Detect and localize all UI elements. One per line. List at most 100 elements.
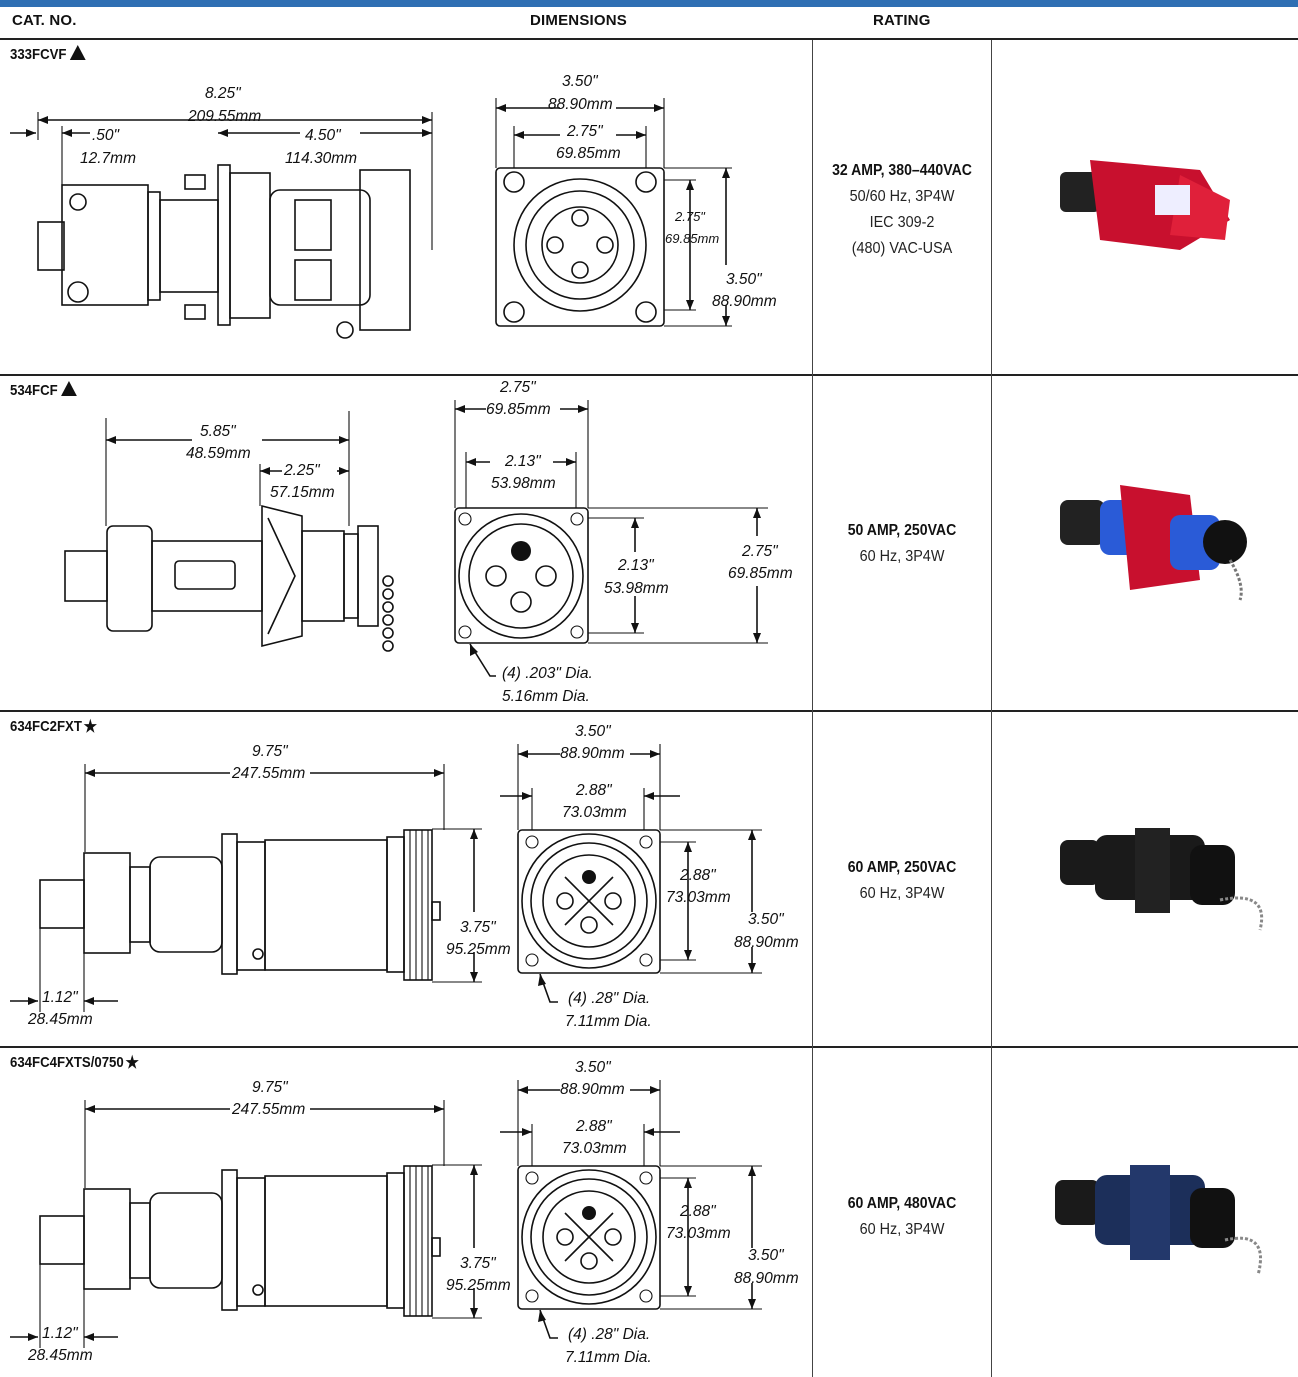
rating-line: (480) VAC-USA	[851, 240, 953, 257]
dim-overall-mm: 48.59mm	[186, 445, 251, 462]
dim-face-inner-w-in: 2.13"	[504, 453, 542, 470]
plug-illustration	[1060, 828, 1263, 931]
plug-illustration	[1060, 485, 1247, 601]
face-view	[454, 400, 768, 677]
dim-face-h-mm: 88.90mm	[734, 934, 799, 951]
side-view	[10, 764, 482, 1012]
rating-block: 60 AMP, 250VAC 60 Hz, 3P4W	[814, 855, 990, 907]
dim-holes-in: (4) .28" Dia.	[568, 1326, 650, 1343]
rating-block: 32 AMP, 380–440VAC 50/60 Hz, 3P4W IEC 30…	[814, 158, 990, 262]
dim-a-mm: 12.7mm	[80, 150, 136, 167]
dim-face-inner-w-in: 2.88"	[575, 1118, 613, 1135]
dim-face-h-in: 3.50"	[726, 271, 763, 288]
product-photo	[1060, 485, 1247, 601]
dimension-drawing: 5.85" 48.59mm 2.25" 57.15mm	[64, 379, 793, 705]
cat-no-label: 634FC2FXT★	[10, 717, 98, 736]
dimension-drawing: 9.75" 247.55mm 1.12" 28.45mm 3.75" 95.25…	[10, 723, 799, 1030]
header-rule	[0, 38, 1298, 40]
dim-face-w-in: 3.50"	[562, 73, 599, 90]
plug-illustration	[1055, 1165, 1263, 1276]
header-cat-no: CAT. NO.	[12, 12, 77, 29]
dim-face-w-in: 2.75"	[499, 379, 537, 396]
face-view	[500, 744, 762, 1003]
top-accent-bar	[0, 0, 1298, 7]
dim-a-in: 1.12"	[42, 989, 79, 1006]
rating-line: 60 Hz, 3P4W	[859, 885, 945, 902]
dim-a-mm: 28.45mm	[27, 1011, 93, 1028]
dim-face-inner-h-in: 2.88"	[679, 867, 717, 884]
dim-face-inner-h-mm: 53.98mm	[604, 580, 669, 597]
rating-main: 60 AMP, 250VAC	[847, 859, 957, 876]
dim-face-w-mm: 88.90mm	[548, 96, 613, 113]
dim-face-inner-w-in: 2.88"	[575, 782, 613, 799]
dim-face-h-mm: 69.85mm	[728, 565, 793, 582]
rating-main: 50 AMP, 250VAC	[847, 522, 957, 539]
dim-face-h-mm: 88.90mm	[712, 293, 777, 310]
dim-overall-mm: 247.55mm	[231, 765, 305, 782]
star-icon: ★	[83, 717, 98, 736]
rating-line: IEC 309-2	[869, 214, 935, 231]
dim-b-in: 4.50"	[305, 127, 342, 144]
side-view	[64, 411, 394, 652]
dim-face-h-mm: 88.90mm	[734, 1270, 799, 1287]
dim-face-w-mm: 88.90mm	[560, 1081, 625, 1098]
dim-holes-in: (4) .28" Dia.	[568, 990, 650, 1007]
product-photo	[1060, 828, 1263, 931]
dim-face-w-mm: 88.90mm	[560, 745, 625, 762]
column-divider	[812, 40, 813, 1377]
dim-face-inner-h-in: 2.13"	[617, 557, 655, 574]
product-photo	[1055, 1165, 1263, 1276]
face-view	[500, 1080, 762, 1339]
header-dimensions: DIMENSIONS	[530, 12, 628, 29]
dimension-drawing: 9.75" 247.55mm 1.12" 28.45mm 3.75" 95.25…	[10, 1059, 799, 1366]
dim-face-inner-h-mm: 69.85mm	[665, 231, 719, 246]
dim-overall-mm: 247.55mm	[231, 1101, 305, 1118]
dim-face-inner-w-mm: 53.98mm	[491, 475, 556, 492]
plug-illustration	[1060, 160, 1230, 250]
triangle-icon	[70, 45, 86, 60]
dim-dia-mm: 95.25mm	[446, 1277, 511, 1294]
row-divider	[0, 710, 1298, 712]
dimension-drawing: 8.25" 209.55mm .50" 12.7mm 4.50" 114.30m…	[10, 73, 777, 339]
cat-no-label: 333FCVF	[10, 45, 86, 63]
star-icon: ★	[125, 1053, 139, 1072]
dim-face-w-in: 3.50"	[575, 723, 612, 740]
dim-face-h-in: 3.50"	[748, 911, 785, 928]
rating-main: 32 AMP, 380–440VAC	[832, 162, 972, 179]
row-divider	[0, 374, 1298, 376]
cat-no-label: 634FC4FXTS/0750★	[10, 1053, 139, 1072]
side-view	[10, 1100, 482, 1348]
dim-overall-in: 9.75"	[252, 743, 289, 760]
dim-holes-mm: 7.11mm Dia.	[565, 1013, 652, 1030]
column-divider	[991, 40, 992, 1377]
rating-main: 60 AMP, 480VAC	[847, 1195, 957, 1212]
dim-overall-in: 5.85"	[200, 423, 237, 440]
dim-face-inner-h-mm: 73.03mm	[666, 889, 731, 906]
triangle-icon	[61, 381, 78, 396]
rating-line: 60 Hz, 3P4W	[859, 1221, 945, 1238]
dim-face-inner-w-mm: 73.03mm	[562, 1140, 627, 1157]
dim-face-inner-w-mm: 69.85mm	[556, 145, 621, 162]
rating-line: 50/60 Hz, 3P4W	[849, 188, 955, 205]
dim-b-mm: 114.30mm	[285, 150, 357, 167]
side-view	[10, 112, 433, 339]
dim-dia-mm: 95.25mm	[446, 941, 511, 958]
dim-face-w-mm: 69.85mm	[486, 401, 551, 418]
dim-overall-mm: 209.55mm	[187, 108, 261, 125]
dim-face-inner-h-in: 2.75"	[674, 209, 706, 224]
dim-holes-in: (4) .203" Dia.	[502, 665, 593, 682]
rating-block: 50 AMP, 250VAC 60 Hz, 3P4W	[814, 518, 990, 570]
dim-overall-in: 8.25"	[205, 85, 242, 102]
dim-face-h-in: 2.75"	[741, 543, 779, 560]
dim-dia-in: 3.75"	[460, 919, 497, 936]
dim-face-inner-w-in: 2.75"	[566, 123, 604, 140]
rating-line: 60 Hz, 3P4W	[859, 548, 945, 565]
dim-face-w-in: 3.50"	[575, 1059, 612, 1076]
header-rating: RATING	[873, 12, 931, 29]
dim-a-mm: 28.45mm	[27, 1347, 93, 1364]
dim-face-inner-h-in: 2.88"	[679, 1203, 717, 1220]
rating-block: 60 AMP, 480VAC 60 Hz, 3P4W	[814, 1191, 990, 1243]
dim-overall-in: 9.75"	[252, 1079, 289, 1096]
dim-a-in: .50"	[92, 127, 121, 144]
dim-holes-mm: 5.16mm Dia.	[502, 688, 590, 705]
